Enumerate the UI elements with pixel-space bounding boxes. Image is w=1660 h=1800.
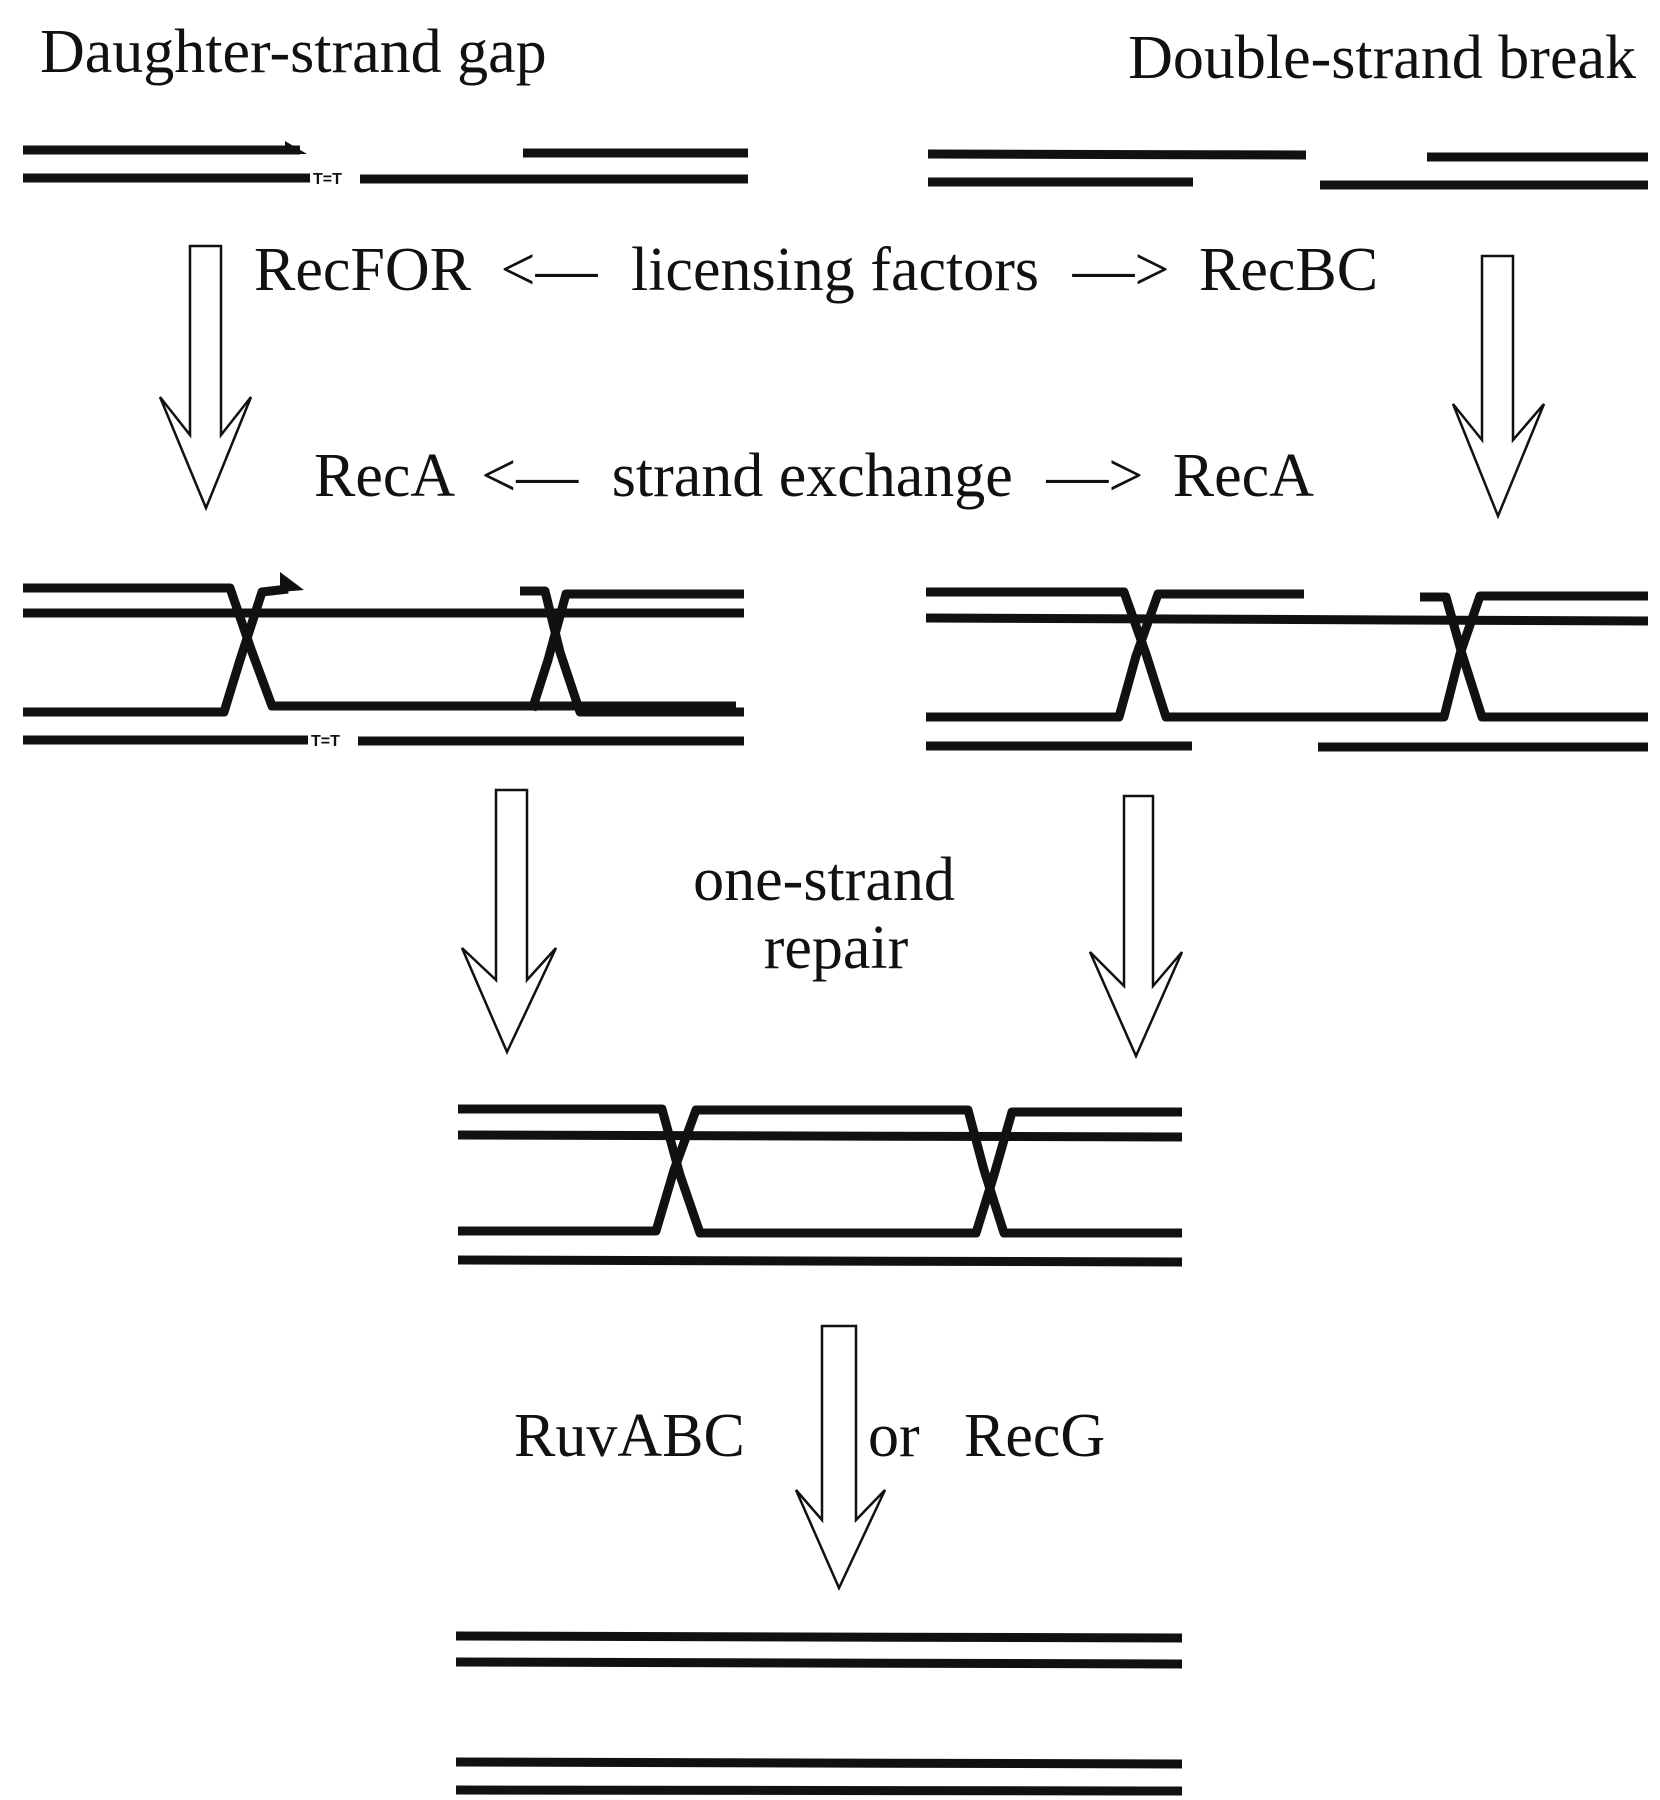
enzyme-recg: RecG: [964, 1402, 1105, 1470]
hj-strand-d: [457, 1255, 1183, 1267]
right-junction-strand-b: [527, 589, 744, 712]
left-pointer: <—: [501, 236, 599, 304]
hj-strand-b: [458, 1105, 1182, 1238]
dsb-top-left: [927, 149, 1307, 160]
licensing-step-label: RecFOR <— licensing factors —> RecBC: [254, 236, 1378, 304]
gap-joint-molecule: T=T: [23, 572, 744, 750]
resolved-duplexes: [455, 1631, 1183, 1796]
enzyme-recfor: RecFOR: [254, 236, 472, 304]
enzyme-reca-left: RecA: [314, 442, 455, 510]
dsb-donor-upper-right: [1420, 592, 1648, 722]
dsb-joint-molecule: [925, 587, 1649, 752]
down-arrow-icon: [460, 788, 558, 1056]
invading-strand: [23, 583, 736, 711]
strand-exchange-step-label: RecA <— strand exchange —> RecA: [314, 442, 1314, 510]
double-holliday-junction: [457, 1104, 1183, 1267]
strand-arrowhead-icon: [285, 141, 307, 154]
right-pointer: —>: [1045, 442, 1143, 510]
process-strand-exchange: strand exchange: [612, 442, 1013, 510]
thymine-dimer-label: T=T: [313, 171, 342, 188]
down-arrow-icon: [794, 1324, 887, 1592]
daughter-strand-gap-dna: T=T: [23, 141, 748, 188]
process-licensing-factors: licensing factors: [631, 236, 1039, 304]
hj-strand-a: [458, 1104, 1182, 1238]
right-junction-strand-a: [520, 586, 744, 717]
heading-double-strand-break: Double-strand break: [1128, 24, 1636, 92]
strand-arrowhead-icon: [280, 572, 304, 592]
product-duplex-2-strand-1: [455, 1757, 1183, 1769]
nascent-strand-extended: [23, 584, 289, 717]
product-duplex-1-strand-2: [455, 1657, 1183, 1669]
right-pointer: —>: [1072, 236, 1170, 304]
thymine-dimer-label: T=T: [311, 733, 340, 750]
dsb-donor-upper: [926, 589, 1304, 722]
enzyme-ruvabc: RuvABC: [514, 1402, 745, 1470]
enzyme-recbc: RecBC: [1199, 236, 1378, 304]
one-strand-repair-line2: repair: [764, 914, 909, 982]
product-duplex-2-strand-2: [455, 1785, 1183, 1796]
down-arrow-icon: [158, 244, 253, 512]
heading-daughter-strand-gap: Daughter-strand gap: [40, 18, 547, 86]
left-pointer: <—: [481, 442, 579, 510]
connector-or: or: [868, 1402, 920, 1470]
dsb-donor-top: [925, 613, 1649, 626]
product-duplex-1-strand-1: [455, 1631, 1183, 1643]
dsb-invading-left: [926, 587, 1648, 722]
one-strand-repair-line1: one-strand: [693, 846, 955, 914]
down-arrow-icon: [1088, 794, 1184, 1060]
hj-strand-c: [457, 1130, 1183, 1142]
enzyme-reca-right: RecA: [1173, 442, 1314, 510]
double-strand-break-dna: [927, 149, 1648, 190]
down-arrow-icon: [1451, 254, 1546, 520]
